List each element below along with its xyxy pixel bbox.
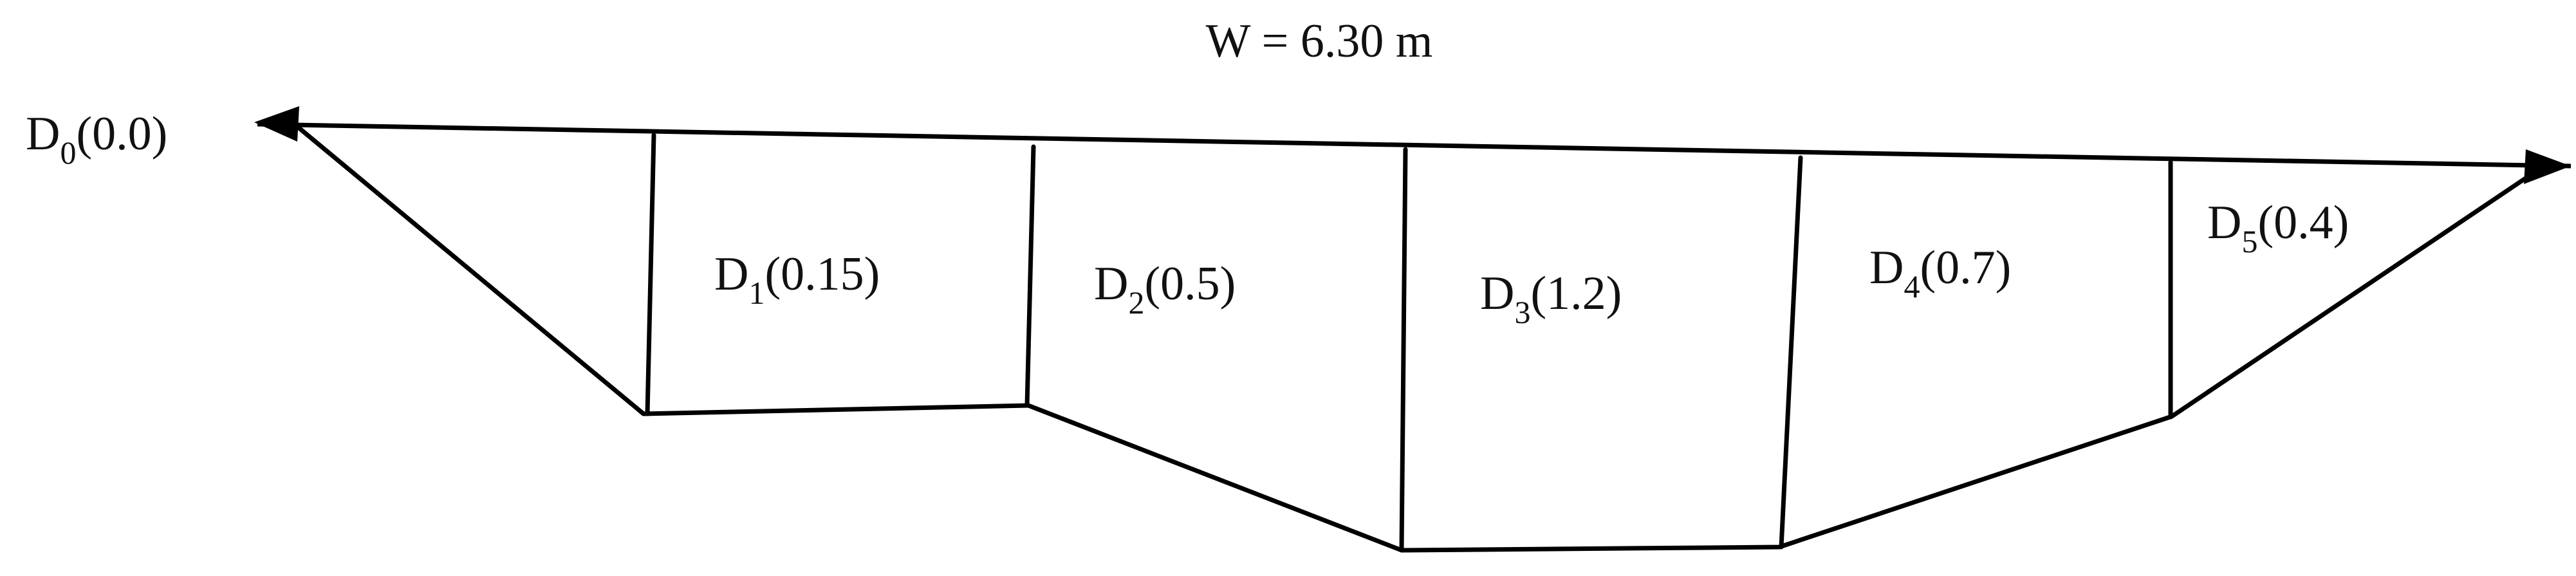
left-arrowhead — [254, 106, 299, 142]
right-arrowhead — [2524, 149, 2571, 184]
vertical-label-d2: D2(0.5) — [1094, 257, 1236, 321]
vertical-label-d4: D4(0.7) — [1869, 241, 2011, 304]
vertical-label-d0: D0(0.0) — [26, 107, 167, 171]
vertical-label-d5: D5(0.4) — [2207, 196, 2349, 259]
width-label: W = 6.30 m — [1206, 15, 1433, 68]
vertical-line-4 — [1779, 155, 1803, 550]
channel-bed-outline — [293, 123, 2535, 553]
vertical-line-3 — [1399, 147, 1408, 553]
vertical-label-d1: D1(0.15) — [714, 248, 880, 311]
vertical-label-d3: D3(1.2) — [1480, 267, 1622, 330]
vertical-line-2 — [1024, 144, 1036, 408]
water-surface-line — [257, 122, 2571, 169]
vertical-line-1 — [645, 133, 656, 416]
